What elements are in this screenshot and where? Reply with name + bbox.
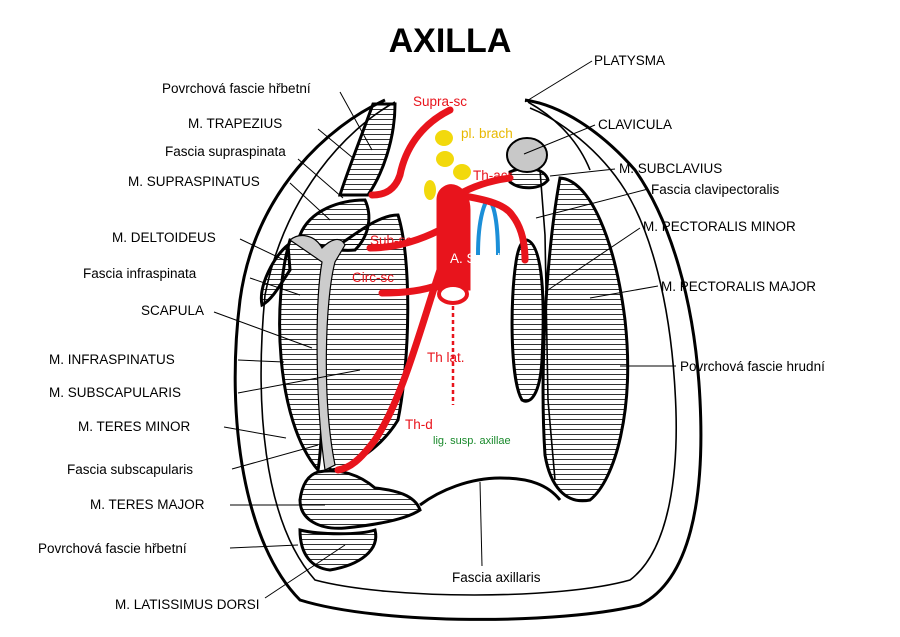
m-teres-major [298, 469, 422, 530]
supra-sc-artery [368, 106, 454, 199]
fascia-axillaris [419, 476, 562, 507]
label-m-deltoideus: M. DELTOIDEUS [112, 230, 216, 245]
sub-sc-artery [366, 226, 444, 252]
label-m-teres-minor: M. TERES MINOR [78, 419, 191, 434]
label-m-teres-major: M. TERES MAJOR [90, 497, 205, 512]
label-m-pectoralis-minor: M. PECTORALIS MINOR [643, 219, 796, 234]
m-pectoralis-major [541, 176, 630, 503]
left-labels: Povrchová fascie hřbetní M. TRAPEZIUS Fa… [38, 81, 311, 612]
vessel-label-th-d: Th-d [405, 417, 433, 432]
body-outline [233, 98, 703, 621]
vessel-label-supra-sc: Supra-sc [413, 94, 467, 109]
label-platysma: PLATYSMA [594, 53, 665, 68]
label-m-subscapularis: M. SUBSCAPULARIS [49, 385, 181, 400]
clavicula [506, 137, 548, 173]
plexus-node [436, 151, 454, 167]
vein-arch [476, 197, 500, 256]
title: AXILLA [389, 22, 512, 60]
m-trapezius [337, 102, 397, 197]
right-labels: PLATYSMA CLAVICULA M. SUBCLAVIUS Fascia … [594, 53, 825, 374]
label-m-supraspinatus: M. SUPRASPINATUS [128, 174, 260, 189]
label-m-infraspinatus: M. INFRASPINATUS [49, 352, 175, 367]
a-subclavia-lumen [437, 283, 469, 305]
platysma [527, 101, 591, 171]
label-m-pectoralis-major: M. PECTORALIS MAJOR [661, 279, 816, 294]
vessel-label-pl-brach: pl. brach [461, 126, 513, 141]
leader-lines [213, 60, 676, 599]
label-povrchova-fascie-hrbetni-bottom: Povrchová fascie hřbetní [38, 541, 187, 556]
th-d-artery [334, 266, 444, 474]
vessel-label-th-acr: Th-acr [473, 168, 513, 183]
label-m-latissimus-dorsi: M. LATISSIMUS DORSI [115, 597, 260, 612]
vessel-label-lig-susp-axillae: lig. susp. axillae [433, 435, 511, 447]
scapula [288, 234, 346, 471]
label-fascia-subscapularis: Fascia subscapularis [67, 462, 193, 477]
plexus-node [435, 130, 453, 146]
vessel-label-th-lat: Th lat. [427, 350, 465, 365]
plexus-node [424, 180, 436, 200]
m-pectoralis-minor [510, 238, 545, 403]
plexus-brachialis [424, 130, 471, 200]
label-fascia-supraspinata: Fascia supraspinata [165, 144, 286, 159]
thoracic-branch [454, 191, 529, 264]
vessel-label-a-subcl: A. Subcl. [450, 251, 504, 266]
a-subclavia [436, 184, 471, 291]
label-m-trapezius: M. TRAPEZIUS [188, 116, 282, 131]
label-clavicula: CLAVICULA [598, 117, 672, 132]
label-m-subclavius: M. SUBCLAVIUS [619, 161, 722, 176]
vessel-labels: Supra-sc pl. brach Th-acr Sub-sc A. Subc… [352, 94, 513, 447]
label-scapula: SCAPULA [141, 303, 204, 318]
fascia-clavipectoralis [539, 169, 556, 481]
label-fascia-infraspinata: Fascia infraspinata [83, 266, 197, 281]
label-povrchova-fascie-hrudni: Povrchová fascie hrudní [680, 359, 825, 374]
label-povrchova-fascie-hrbetni-top: Povrchová fascie hřbetní [162, 81, 311, 96]
label-fascia-clavipectoralis: Fascia clavipectoralis [651, 182, 780, 197]
label-fascia-axillaris: Fascia axillaris [452, 570, 541, 585]
vessel-label-circ-sc: Circ-sc [352, 270, 394, 285]
vessel-label-sub-sc: Sub-sc [370, 233, 412, 248]
plexus-node [453, 164, 471, 180]
